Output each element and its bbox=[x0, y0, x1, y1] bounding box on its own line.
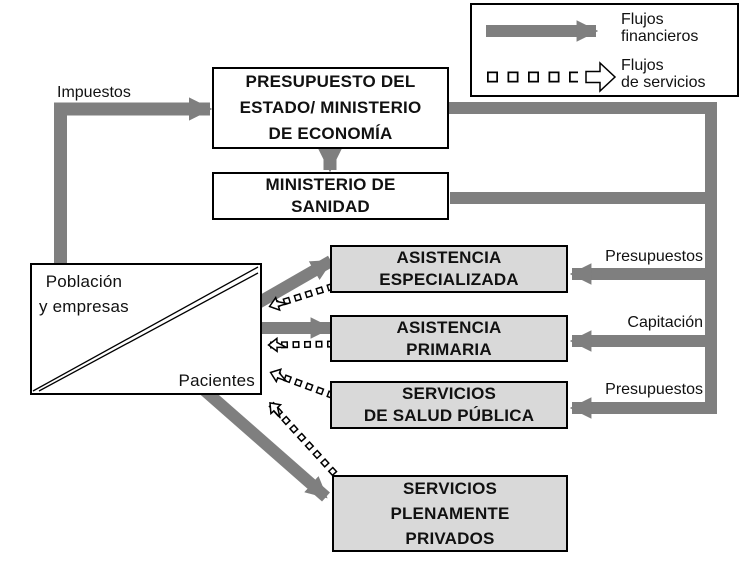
salud-publica-service-flow bbox=[272, 373, 336, 400]
privados-service-flow bbox=[268, 401, 338, 477]
box-asistencia-especializada: ASISTENCIA ESPECIALIZADA bbox=[330, 245, 568, 293]
legend-graphics bbox=[486, 20, 617, 93]
impuestos-flow-arrow bbox=[54, 97, 213, 264]
pacientes-to-especializada-arrow bbox=[255, 255, 334, 309]
diagonal-divider bbox=[32, 266, 259, 392]
impuestos-label: Impuestos bbox=[57, 84, 131, 101]
box-poblacion-pacientes: Población y empresas Pacientes bbox=[30, 263, 262, 395]
capitacion-label: Capitación bbox=[627, 314, 703, 331]
primaria-service-flow bbox=[270, 344, 335, 345]
box-asistencia-primaria: ASISTENCIA PRIMARIA bbox=[330, 315, 568, 362]
service-flow-legend-icon bbox=[487, 61, 617, 93]
presupuestos-top-label: Presupuestos bbox=[605, 248, 703, 265]
legend-financial-label: Flujos financieros bbox=[621, 11, 699, 45]
poblacion-label: Población y empresas bbox=[39, 272, 129, 316]
pacientes-to-privados-arrow bbox=[199, 384, 330, 502]
presupuestos-bottom-label: Presupuestos bbox=[605, 381, 703, 398]
box-servicios-salud-publica: SERVICIOS DE SALUD PÚBLICA bbox=[330, 381, 568, 429]
legend-services-label: Flujos de servicios bbox=[621, 57, 706, 91]
box-ministerio-sanidad: MINISTERIO DE SANIDAD bbox=[212, 172, 449, 220]
box-servicios-privados: SERVICIOS PLENAMENTE PRIVADOS bbox=[332, 475, 568, 552]
box-presupuesto-estado: PRESUPUESTO DEL ESTADO/ MINISTERIO DE EC… bbox=[212, 67, 449, 149]
pacientes-label: Pacientes bbox=[178, 371, 255, 390]
budget-right-connector-and-salud-publica-arrow bbox=[449, 102, 717, 419]
